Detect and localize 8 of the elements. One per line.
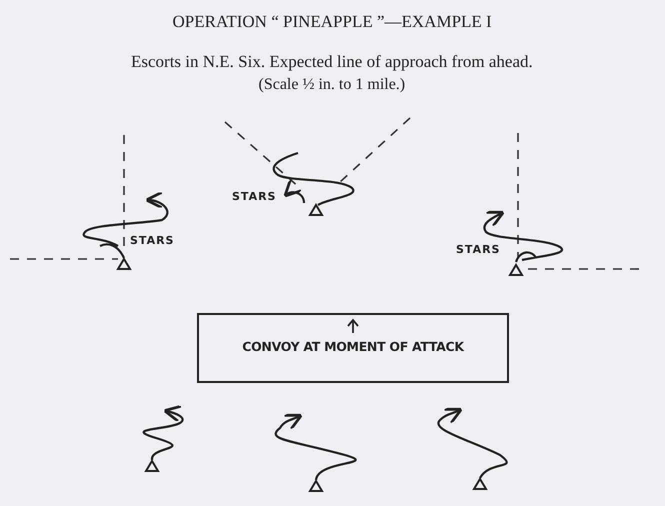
diagram-title: OPERATION “ PINEAPPLE ”—EXAMPLE I [172,12,492,32]
subtitle: Escorts in N.E. Six. Expected line of approach from ahead. [131,52,533,72]
stars-label: STARS [456,243,500,256]
stars-label: STARS [232,190,276,203]
convoy-box [197,313,509,383]
scale-note: (Scale ½ in. to 1 mile.) [258,76,406,94]
stars-label: STARS [130,234,174,247]
convoy-label: CONVOY AT MOMENT OF ATTACK [241,339,466,354]
